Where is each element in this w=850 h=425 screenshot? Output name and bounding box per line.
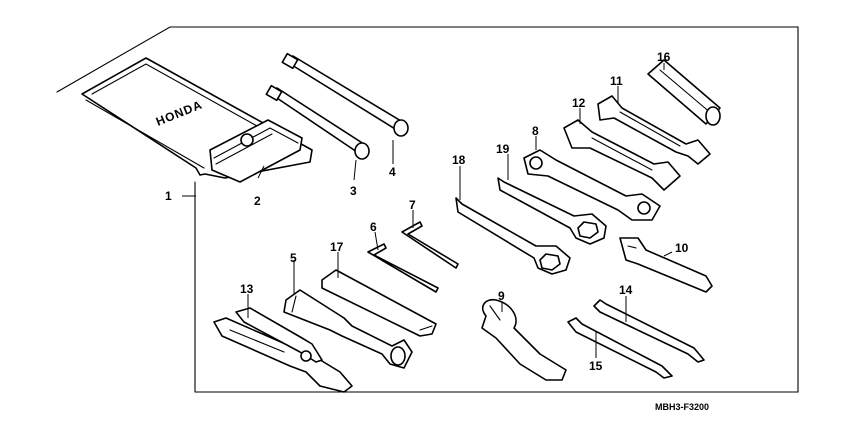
flat-bar-17 <box>321 269 437 337</box>
callout-7: 7 <box>409 198 416 212</box>
callout-3: 3 <box>350 184 357 198</box>
callout-11: 11 <box>610 74 623 88</box>
callout-10: 10 <box>675 241 689 255</box>
hook-spanner-9 <box>481 298 567 381</box>
callout-5: 5 <box>290 251 297 265</box>
screwdriver-blade-14 <box>593 299 705 363</box>
callout-17: 17 <box>330 240 344 254</box>
open-end-wrench-12 <box>563 119 681 191</box>
pliers-13 <box>213 307 353 393</box>
extension-bar-long <box>281 52 409 137</box>
extension-bar-short <box>265 84 370 160</box>
open-end-wrench-11 <box>597 95 711 165</box>
diagram-code: MBH3-F3200 <box>655 402 709 412</box>
callout-4: 4 <box>389 165 396 179</box>
screwdriver-handle <box>647 59 721 126</box>
frame-outline <box>56 26 799 393</box>
callout-lines <box>182 63 673 358</box>
callout-18: 18 <box>452 153 466 167</box>
box-wrench-8 <box>523 149 661 221</box>
callout-12: 12 <box>572 96 586 110</box>
tool-pouch <box>209 119 303 183</box>
socket-wrench-5 <box>283 289 413 369</box>
callout-1: 1 <box>165 189 172 203</box>
callout-14: 14 <box>619 283 633 297</box>
callout-9: 9 <box>498 289 505 303</box>
callout-16: 16 <box>657 50 671 64</box>
hex-key-6 <box>367 243 439 293</box>
callout-8: 8 <box>532 124 539 138</box>
callout-19: 19 <box>496 142 510 156</box>
screwdriver-blade-15 <box>567 317 673 379</box>
snap-button-icon <box>240 133 254 147</box>
spanner-18 <box>455 197 571 275</box>
callout-15: 15 <box>589 359 603 373</box>
callout-6: 6 <box>370 220 377 234</box>
pin-spanner-10 <box>619 237 713 293</box>
callout-13: 13 <box>240 282 254 296</box>
spanner-19 <box>497 177 607 245</box>
callout-2: 2 <box>254 194 261 208</box>
callout-labels: 1 2 3 4 5 6 7 8 9 10 11 12 13 14 15 16 1… <box>165 50 689 373</box>
hex-key-7 <box>401 221 459 269</box>
